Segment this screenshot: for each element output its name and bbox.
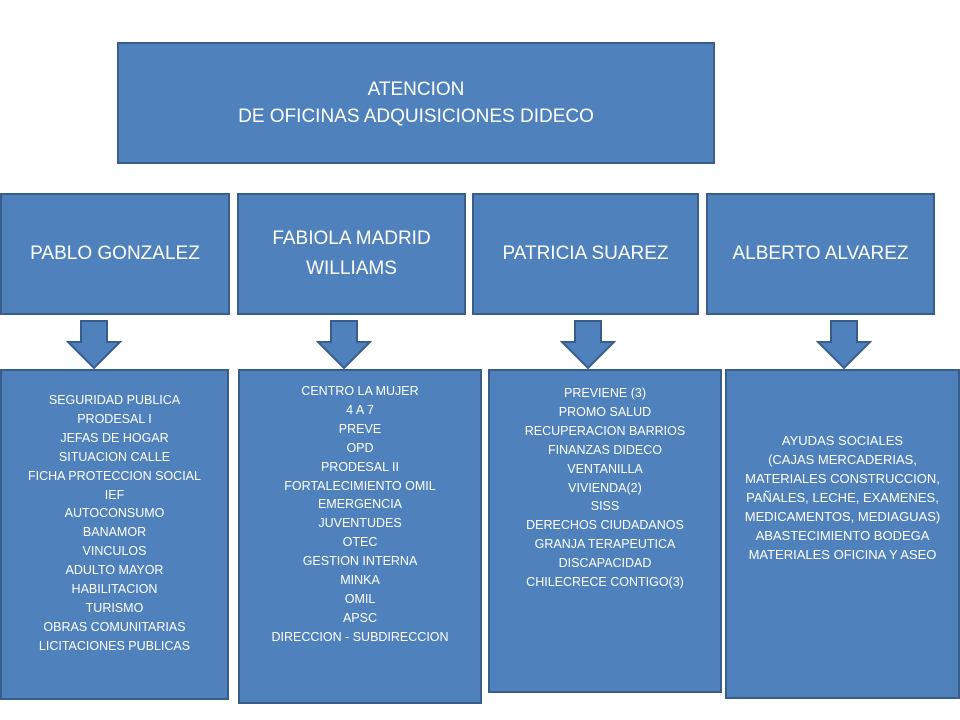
list-item: OBRAS COMUNITARIAS <box>43 619 186 634</box>
list-item: CHILECRECE CONTIGO(3) <box>526 575 684 590</box>
list-item: MEDICAMENTOS, MEDIAGUAS) <box>744 509 941 524</box>
down-arrow-icon <box>816 320 872 370</box>
program-list-box-3: PREVIENE (3) PROMO SALUD RECUPERACION BA… <box>488 369 722 693</box>
list-item: GESTION INTERNA <box>302 554 418 569</box>
list-item: PRODESAL II <box>320 459 400 474</box>
list-item: OPD <box>346 440 374 455</box>
list-item: OMIL <box>344 591 376 606</box>
person-box-2: FABIOLA MADRID WILLIAMS <box>237 193 466 315</box>
person-name-line: ALBERTO ALVAREZ <box>732 243 909 264</box>
list-item: IEF <box>104 487 125 502</box>
list-item: CENTRO LA MUJER <box>301 384 419 398</box>
list-item: MATERIALES CONSTRUCCION, <box>745 471 940 486</box>
list-item: MATERIALES OFICINA Y ASEO <box>748 547 937 562</box>
down-arrow-icon <box>66 320 122 370</box>
list-item: OTEC <box>342 535 378 550</box>
down-arrow-icon <box>316 320 372 370</box>
program-list-box-4: AYUDAS SOCIALES (CAJAS MERCADERIAS, MATE… <box>725 369 960 699</box>
list-item: DISCAPACIDAD <box>558 556 652 571</box>
person-name-line: PATRICIA SUAREZ <box>502 243 669 264</box>
list-item: MINKA <box>340 573 380 588</box>
list-item: AYUDAS SOCIALES <box>781 433 904 448</box>
header-line-1: ATENCION <box>367 79 465 100</box>
list-item: DERECHOS CIUDADANOS <box>526 518 684 533</box>
list-item: AUTOCONSUMO <box>64 506 165 521</box>
person-box-4: ALBERTO ALVAREZ <box>706 193 935 315</box>
list-item: GRANJA TERAPEUTICA <box>534 537 676 552</box>
program-list-box-2: CENTRO LA MUJER 4 A 7 PREVE OPD PRODESAL… <box>238 369 482 704</box>
list-item: FORTALECIMIENTO OMIL <box>284 478 436 493</box>
header-box: ATENCION DE OFICINAS ADQUISICIONES DIDEC… <box>117 42 715 164</box>
list-item: BANAMOR <box>82 525 147 540</box>
list-item: (CAJAS MERCADERIAS, <box>768 452 917 467</box>
list-item: SEGURIDAD PUBLICA <box>48 393 181 407</box>
list-item: SITUACION CALLE <box>58 449 171 464</box>
list-item: HABILITACION <box>71 582 158 597</box>
person-name-line: FABIOLA MADRID <box>272 228 431 249</box>
list-item: VIVIENDA(2) <box>568 480 642 495</box>
list-item: LICITACIONES PUBLICAS <box>38 638 191 653</box>
list-item: JEFAS DE HOGAR <box>60 430 169 445</box>
list-item: SISS <box>590 499 620 514</box>
list-item: EMERGENCIA <box>317 497 403 512</box>
list-item: JUVENTUDES <box>318 516 402 531</box>
list-item: ABASTECIMIENTO BODEGA <box>755 528 930 543</box>
list-item: APSC <box>342 610 378 625</box>
header-line-2: DE OFICINAS ADQUISICIONES DIDECO <box>238 106 594 127</box>
down-arrow-icon <box>560 320 616 370</box>
list-item: FICHA PROTECCION SOCIAL <box>28 468 201 483</box>
list-item: TURISMO <box>85 600 144 615</box>
person-name-line: PABLO GONZALEZ <box>30 243 200 264</box>
list-item: VINCULOS <box>82 544 147 559</box>
list-item: PREVIENE (3) <box>564 386 646 400</box>
list-item: PRODESAL I <box>77 411 152 426</box>
list-item: FINANZAS DIDECO <box>548 442 662 457</box>
person-box-3: PATRICIA SUAREZ <box>472 193 699 315</box>
list-item: 4 A 7 <box>346 402 374 417</box>
list-item: VENTANILLA <box>567 461 643 476</box>
list-item: ADULTO MAYOR <box>65 563 164 578</box>
list-item: RECUPERACION BARRIOS <box>524 423 686 438</box>
list-item: PREVE <box>338 421 382 436</box>
program-list-box-1: SEGURIDAD PUBLICA PRODESAL I JEFAS DE HO… <box>0 369 229 700</box>
person-name-line: WILLIAMS <box>306 258 397 279</box>
list-item: PROMO SALUD <box>558 404 652 419</box>
list-item: PAÑALES, LECHE, EXAMENES, <box>746 490 939 505</box>
person-box-1: PABLO GONZALEZ <box>0 193 230 315</box>
list-item: DIRECCION - SUBDIRECCION <box>271 629 449 644</box>
